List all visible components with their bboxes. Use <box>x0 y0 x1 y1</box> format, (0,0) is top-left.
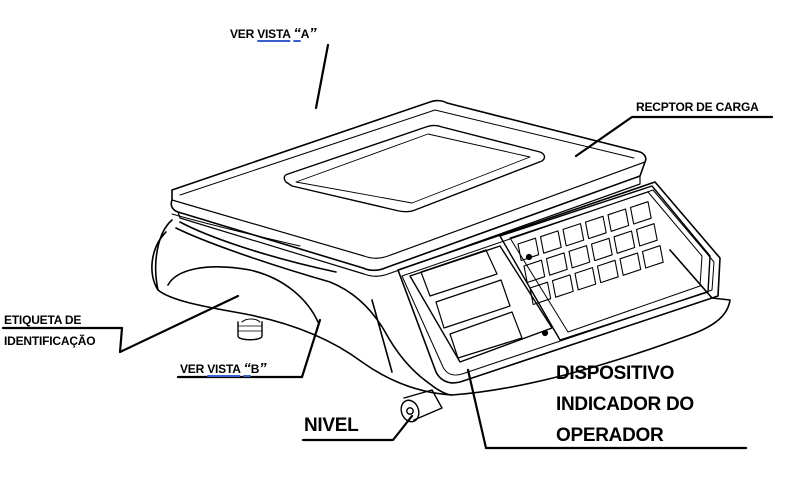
keypad-key <box>607 208 630 232</box>
keypad-key <box>523 259 546 284</box>
keypad-keys <box>517 201 664 306</box>
keypad-key <box>574 267 597 291</box>
operator-indicator <box>397 181 721 384</box>
view-b-label: VER VISTA “B” <box>180 360 267 377</box>
load-receptor <box>170 99 647 277</box>
level-label: NIVEL <box>304 415 359 436</box>
keypad-key <box>596 259 619 284</box>
keypad-key <box>619 252 642 276</box>
keypad-key <box>539 230 562 254</box>
keypad-key <box>590 237 613 262</box>
keypad-key <box>551 274 574 298</box>
view-a-label: VER VISTA “A” <box>230 25 317 42</box>
id-tag-label-line1: ETIQUETA DE <box>4 313 82 327</box>
keypad-key <box>635 223 658 247</box>
level-bubble-icon <box>400 389 443 423</box>
keypad-key <box>517 237 540 262</box>
leader-lines <box>1 43 774 450</box>
keypad-key <box>613 230 636 254</box>
indicator-label-line2: INDICADOR DO <box>556 394 694 415</box>
keypad-key <box>529 281 552 306</box>
keypad-key <box>584 215 607 240</box>
indicator-label-line3: OPERADOR <box>556 425 664 446</box>
keypad-key <box>629 201 652 225</box>
adjustable-foot <box>237 318 263 341</box>
keypad-key <box>568 245 591 269</box>
keypad-key <box>545 252 568 276</box>
keypad-key <box>562 223 585 247</box>
indicator-label-line1: DISPOSITIVO <box>556 363 675 384</box>
load-receptor-label: RECPTOR DE CARGA <box>636 100 759 114</box>
id-tag-label-line2: IDENTIFICAÇÃO <box>4 334 96 348</box>
keypad-key <box>641 245 664 269</box>
scale-base <box>151 219 731 396</box>
